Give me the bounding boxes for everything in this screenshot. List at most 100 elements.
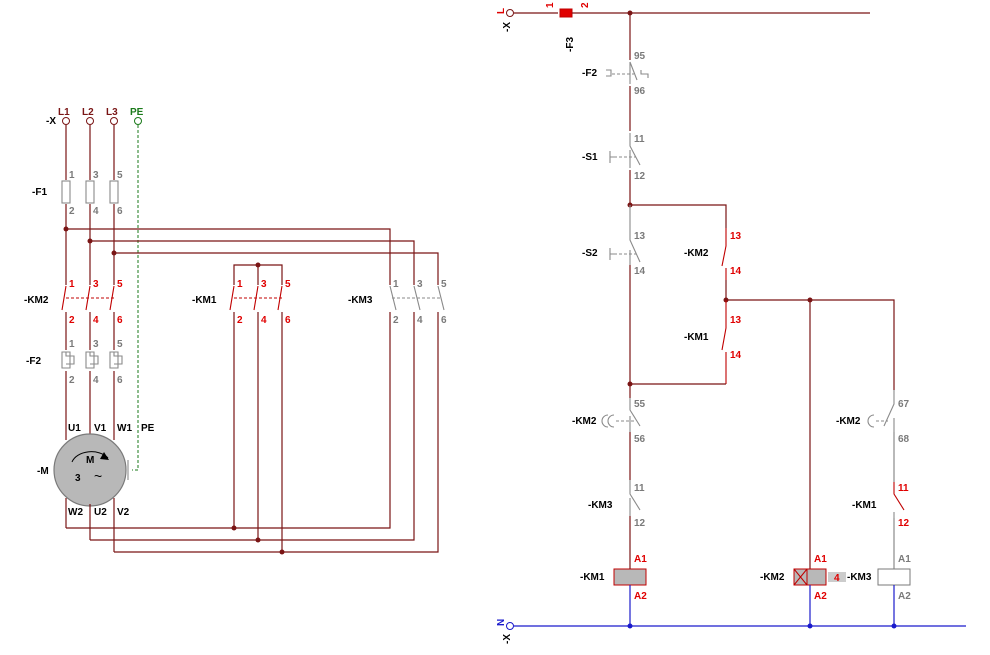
f1-pin-2: 2 [69, 206, 75, 217]
pe-label: PE [130, 107, 144, 118]
km1-pin-5: 5 [285, 279, 291, 290]
f2-pin-95: 95 [634, 51, 646, 62]
km2-pin-6: 6 [117, 315, 123, 326]
phase-l1-label: L1 [58, 107, 70, 118]
motor-phase-count: 3 [75, 473, 81, 484]
s1-pin-11: 11 [634, 134, 645, 145]
rotation-arrowhead-icon [100, 452, 109, 460]
km1-hold-ref: -KM1 [684, 332, 709, 343]
f2-thermal-relay [61, 351, 123, 369]
f1-pin-3: 3 [93, 170, 99, 181]
km1-coil-ref: -KM1 [580, 572, 605, 583]
f2-nc-ref: -F2 [582, 68, 597, 79]
km2-pin-56: 56 [634, 434, 646, 445]
s2-start-button[interactable] [609, 205, 641, 265]
terminal-l2[interactable] [86, 117, 94, 125]
control-line-l-label: L [496, 8, 507, 14]
km1-pin-12: 12 [898, 518, 910, 529]
km1-nc-contact [893, 482, 905, 518]
km3-pin-1: 1 [393, 279, 399, 290]
s2-ref: -S2 [582, 248, 598, 259]
km3-pin-3: 3 [417, 279, 423, 290]
phase-l2-label: L2 [82, 107, 94, 118]
km2-main-contacts [61, 285, 115, 311]
km1-nc-ref: -KM1 [852, 500, 877, 511]
km1-coil[interactable] [613, 568, 647, 586]
km3-pin-a2: A2 [898, 591, 911, 602]
s1-stop-button[interactable] [609, 133, 641, 168]
control-terminal-top-ref: -X [502, 22, 513, 32]
f2-pin-3: 3 [93, 339, 99, 350]
f2-pin-1: 1 [69, 339, 75, 350]
motor-symbol[interactable] [53, 433, 127, 507]
terminal-n[interactable] [506, 622, 514, 630]
km1-pin-2: 2 [237, 315, 243, 326]
control-terminal-bottom-ref: -X [502, 634, 513, 644]
f3-pin-2: 2 [580, 2, 591, 8]
km3-pin-4: 4 [417, 315, 423, 326]
motor-ac: ~ [94, 468, 102, 484]
km2-hold-pin-13: 13 [730, 231, 742, 242]
f1-pin-1: 1 [69, 170, 75, 181]
f3-ref: -F3 [565, 37, 576, 52]
km3-pin-6: 6 [441, 315, 447, 326]
s1-ref: -S1 [582, 152, 598, 163]
motor-w2: W2 [68, 507, 83, 518]
km2-timer-coil[interactable] [793, 568, 846, 586]
km3-nc-contact [629, 480, 641, 516]
km3-nc-ref: -KM3 [588, 500, 613, 511]
motor-u1: U1 [68, 423, 81, 434]
km3-pin-2: 2 [393, 315, 399, 326]
km3-pin-5: 5 [441, 279, 447, 290]
km2-coil-ref: -KM2 [760, 572, 785, 583]
f2-pin-6: 6 [117, 375, 123, 386]
phase-l3-label: L3 [106, 107, 118, 118]
motor-pe: PE [141, 423, 155, 434]
terminal-l[interactable] [506, 9, 514, 17]
terminal-l3[interactable] [110, 117, 118, 125]
terminal-l1[interactable] [62, 117, 70, 125]
km1-pin-6: 6 [285, 315, 291, 326]
motor-m: M [86, 455, 94, 466]
motor-v1: V1 [94, 423, 107, 434]
km2-pin-68: 68 [898, 434, 910, 445]
f2-pin-2: 2 [69, 375, 75, 386]
terminal-x-ref: -X [46, 116, 56, 127]
km1-hold-pin-13: 13 [730, 315, 742, 326]
f3-pin-1: 1 [545, 2, 556, 8]
km2-pin-5: 5 [117, 279, 123, 290]
km2-pin-2: 2 [69, 315, 75, 326]
km2-timed-no-ref: -KM2 [836, 416, 861, 427]
km3-coil[interactable] [877, 568, 911, 586]
km2-hold-contact [721, 228, 727, 280]
f1-ref: -F1 [32, 187, 47, 198]
power-circuit: -X L1 L2 L3 PE -F1 1 3 5 2 4 6 [24, 107, 447, 555]
km1-pin-a2: A2 [634, 591, 647, 602]
f1-pin-6: 6 [117, 206, 123, 217]
motor-ref: -M [37, 466, 49, 477]
km3-pin-11: 11 [634, 483, 645, 494]
motor-u2: U2 [94, 507, 107, 518]
km3-pin-a1: A1 [898, 554, 911, 565]
km2-coil-aux: 4 [834, 573, 840, 584]
km2-power-ref: -KM2 [24, 295, 49, 306]
km3-pin-12: 12 [634, 518, 646, 529]
km1-pin-11: 11 [898, 483, 909, 494]
f1-fuses [61, 180, 119, 204]
f3-fuse[interactable] [559, 8, 573, 18]
km1-pin-3: 3 [261, 279, 267, 290]
f2-pin-5: 5 [117, 339, 123, 350]
f1-pin-5: 5 [117, 170, 123, 181]
terminal-pe[interactable] [134, 117, 142, 125]
km1-power-ref: -KM1 [192, 295, 217, 306]
km2-pin-1: 1 [69, 279, 75, 290]
km2-hold-ref: -KM2 [684, 248, 709, 259]
km1-hold-pin-14: 14 [730, 350, 742, 361]
km2-hold-pin-14: 14 [730, 266, 742, 277]
f2-pin-4: 4 [93, 375, 99, 386]
km3-power-ref: -KM3 [348, 295, 373, 306]
km2-pin-a1: A1 [814, 554, 827, 565]
km1-pin-a1: A1 [634, 554, 647, 565]
km1-hold-contact [721, 300, 727, 384]
